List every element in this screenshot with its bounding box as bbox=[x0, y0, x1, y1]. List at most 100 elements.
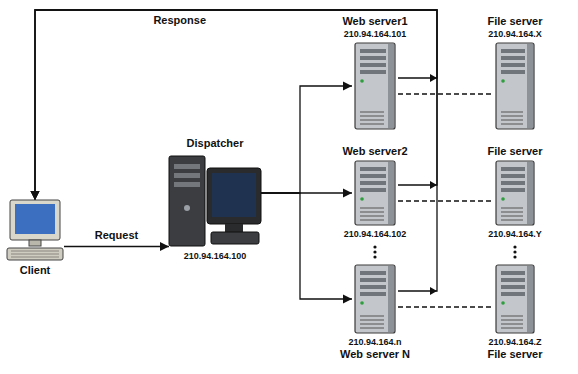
caption-stack: File server210.94.164.X bbox=[487, 15, 542, 40]
vent-line bbox=[360, 208, 384, 209]
drive-bay bbox=[501, 271, 525, 275]
vent-line bbox=[501, 316, 523, 317]
machine-label: File server bbox=[487, 145, 542, 158]
server-side bbox=[527, 162, 533, 224]
edge-label: Response bbox=[151, 14, 208, 27]
ip-address: 210.94.164.Y bbox=[488, 228, 542, 240]
client-computer: Client bbox=[6, 200, 64, 262]
web-server: Web server1210.94.164.101 bbox=[352, 42, 398, 130]
vent-line bbox=[360, 216, 384, 217]
storage-link bbox=[398, 200, 493, 201]
file-server: File server210.94.164.Y bbox=[493, 160, 537, 226]
file-server: File server210.94.164.X bbox=[493, 42, 537, 130]
ellipsis-dot bbox=[373, 250, 376, 253]
drive-bay bbox=[360, 181, 386, 185]
drive-bay bbox=[360, 63, 386, 67]
web-server: Web server2210.94.164.102 bbox=[352, 160, 398, 226]
vent-line bbox=[360, 316, 384, 317]
bus-arrowhead bbox=[430, 181, 437, 189]
ellipsis-dot bbox=[373, 245, 376, 248]
vent-line bbox=[501, 120, 523, 121]
drive-bay bbox=[360, 49, 386, 53]
drive-bay bbox=[501, 188, 525, 192]
server-icon bbox=[493, 160, 537, 226]
vent-line bbox=[501, 116, 523, 117]
vent-line bbox=[360, 220, 384, 221]
server-icon bbox=[493, 42, 537, 130]
server-icon bbox=[352, 160, 398, 226]
flow-arrow bbox=[261, 193, 352, 299]
drive-bay bbox=[501, 167, 525, 171]
server-icon bbox=[352, 264, 398, 334]
ellipsis-dot bbox=[513, 250, 516, 253]
caption-stack: Web server2 bbox=[342, 145, 407, 158]
caption-stack: 210.94.164.Y bbox=[488, 228, 542, 240]
drive-bay bbox=[501, 63, 525, 67]
vent-line bbox=[501, 216, 523, 217]
machine-label: File server bbox=[487, 348, 542, 361]
server-side bbox=[388, 44, 394, 128]
server-body bbox=[355, 161, 395, 225]
drive-bay bbox=[360, 70, 386, 74]
server-body bbox=[355, 43, 395, 129]
vent-line bbox=[501, 212, 523, 213]
server-body bbox=[496, 265, 534, 333]
vent-line bbox=[501, 324, 523, 325]
key-row bbox=[11, 254, 59, 255]
drive-bay bbox=[501, 56, 525, 60]
drive-bay bbox=[174, 164, 200, 169]
flow-arrow bbox=[261, 86, 352, 193]
drive-bay bbox=[501, 292, 525, 296]
ip-address: 210.94.164.101 bbox=[342, 28, 407, 40]
caption-stack: 210.94.164.100 bbox=[184, 250, 247, 262]
keyboard bbox=[211, 232, 259, 244]
ip-address: 210.94.164.Z bbox=[487, 336, 542, 348]
caption-stack: Dispatcher bbox=[187, 137, 244, 150]
ellipsis-dots bbox=[373, 245, 516, 258]
server-body bbox=[496, 43, 534, 129]
caption-stack: Client bbox=[20, 264, 51, 277]
ellipsis-dot bbox=[373, 255, 376, 258]
vent-line bbox=[501, 328, 523, 329]
drive-bay bbox=[174, 182, 200, 187]
machine-label: Web server1 bbox=[342, 15, 407, 28]
power-led bbox=[360, 79, 364, 83]
keyboard bbox=[7, 248, 63, 260]
machine-label: Web server N bbox=[340, 348, 410, 361]
machine-label: File server bbox=[487, 15, 542, 28]
drive-bay bbox=[501, 181, 525, 185]
monitor-frame bbox=[207, 168, 261, 224]
vent-line bbox=[501, 112, 523, 113]
drive-bay bbox=[174, 173, 200, 178]
file-server: 210.94.164.ZFile server bbox=[493, 264, 537, 334]
caption-stack: File server bbox=[487, 145, 542, 158]
server-side bbox=[527, 44, 533, 128]
monitor-stand bbox=[29, 240, 41, 246]
vent-line bbox=[360, 212, 384, 213]
monitor-screen bbox=[212, 173, 256, 217]
monitor-screen bbox=[15, 204, 55, 234]
tower-body bbox=[169, 156, 205, 246]
ellipsis-dot bbox=[513, 255, 516, 258]
vent-line bbox=[501, 320, 523, 321]
dispatcher-machine: Dispatcher210.94.164.100 bbox=[169, 152, 261, 248]
caption-stack: 210.94.164.ZFile server bbox=[487, 336, 542, 361]
monitor-stand bbox=[225, 224, 243, 232]
server-side bbox=[527, 266, 533, 332]
vent-line bbox=[360, 324, 384, 325]
vent-line bbox=[360, 116, 384, 117]
vent-line bbox=[501, 124, 523, 125]
power-led bbox=[501, 301, 505, 305]
vent-line bbox=[360, 120, 384, 121]
drive-bay bbox=[360, 56, 386, 60]
server-icon bbox=[352, 42, 398, 130]
vent-line bbox=[360, 124, 384, 125]
drive-bay bbox=[360, 278, 386, 282]
server-side bbox=[388, 162, 394, 224]
flow-arrow bbox=[64, 246, 169, 247]
drive-bay bbox=[360, 188, 386, 192]
ip-address: 210.94.164.102 bbox=[344, 228, 407, 240]
power-led bbox=[360, 301, 364, 305]
